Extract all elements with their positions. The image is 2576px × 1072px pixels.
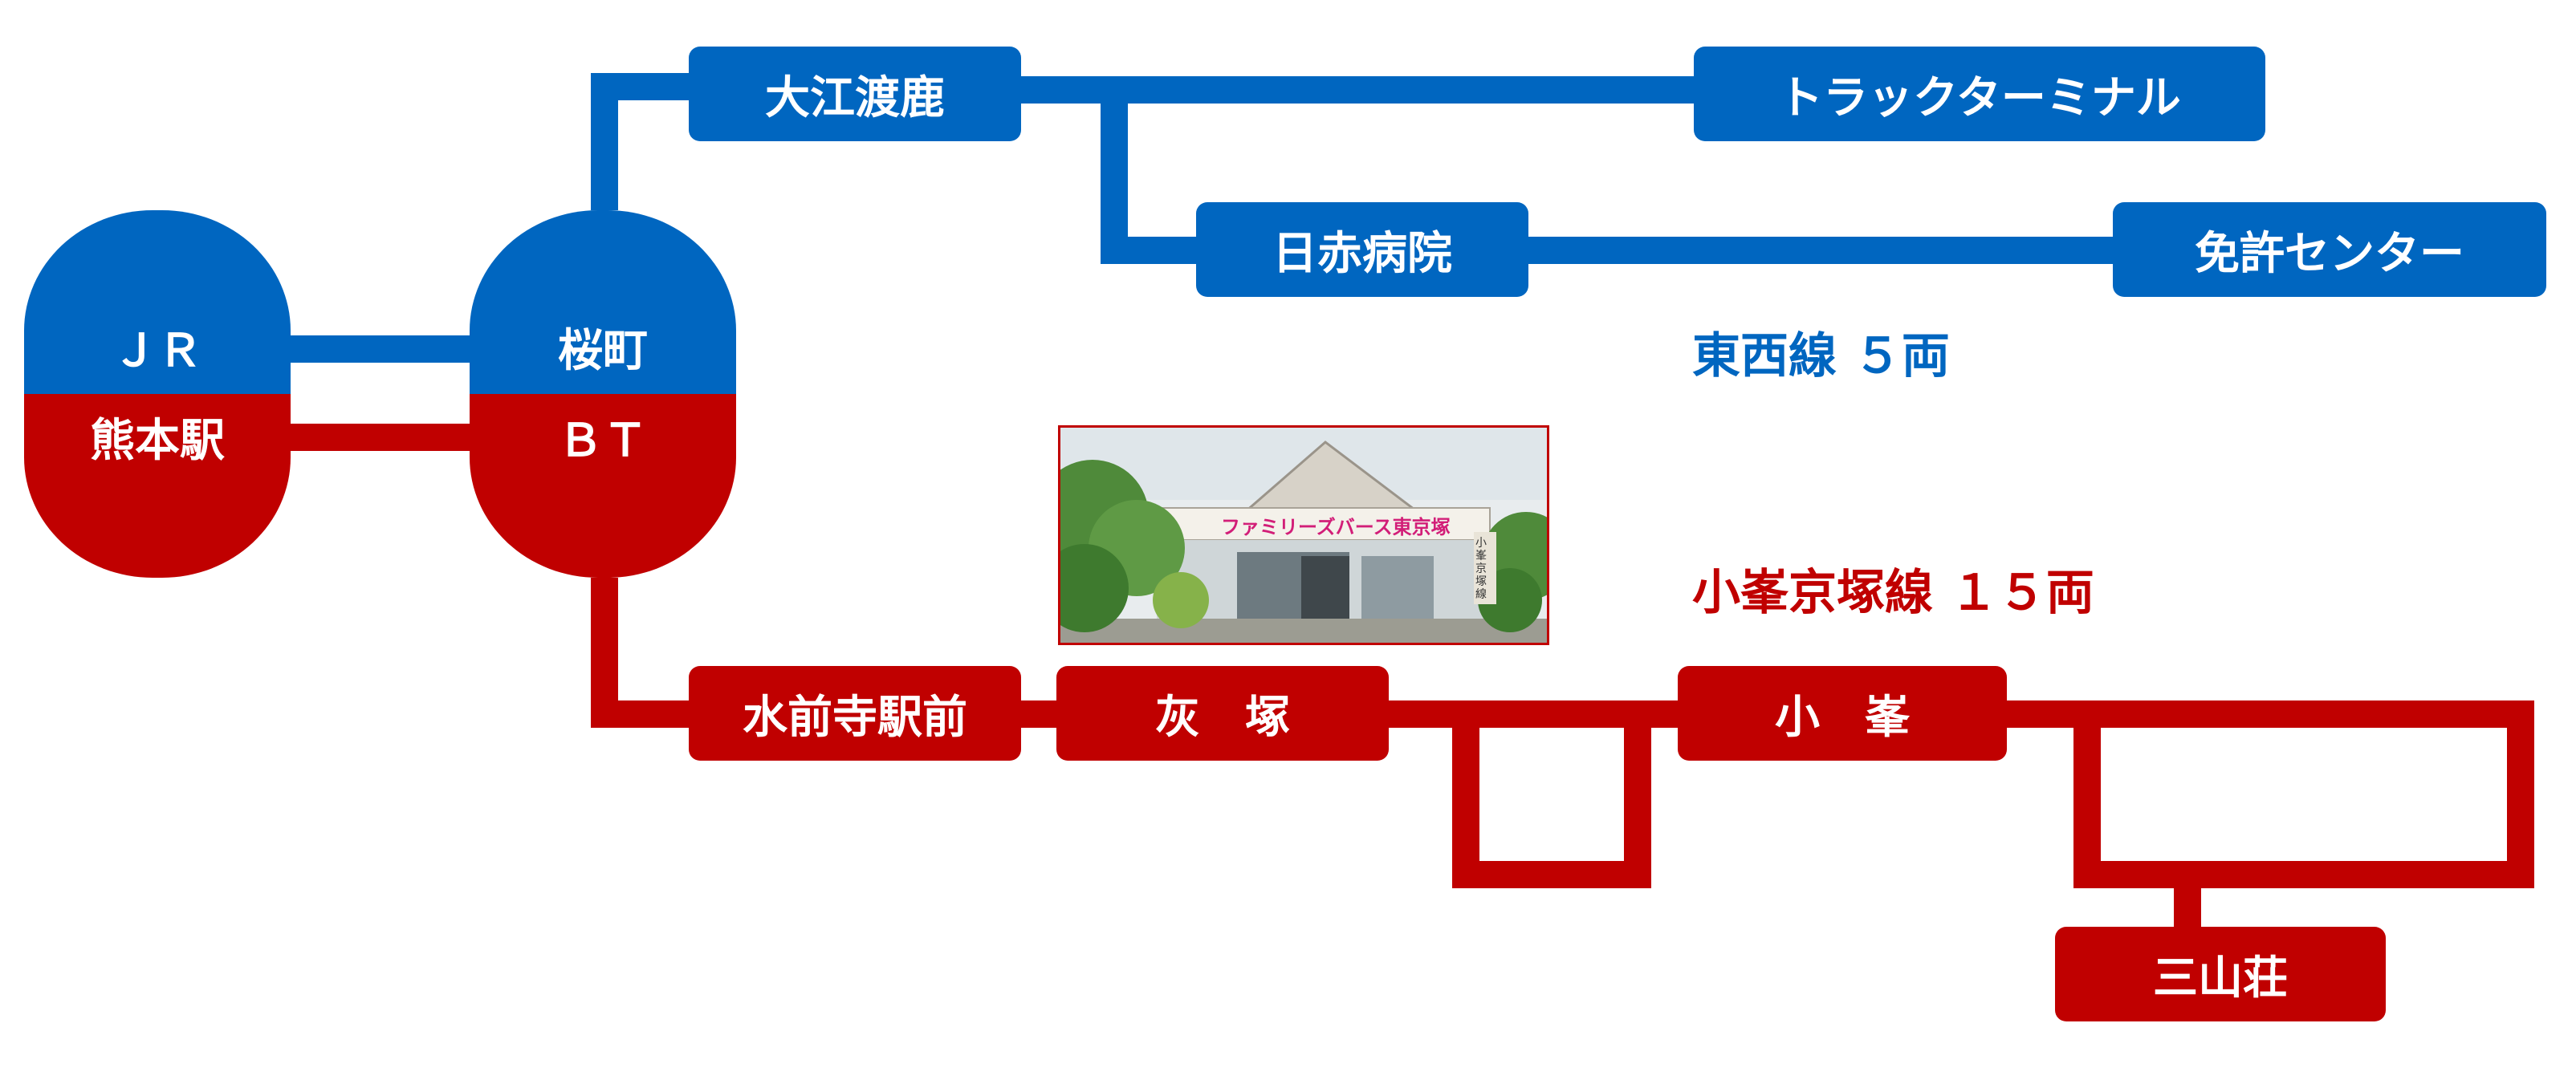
photo-small-sign: 小峯京塚線 <box>1475 537 1487 601</box>
bus-stop-photo: ファミリーズバース東京塚 小峯京塚線 <box>1058 425 1549 645</box>
east-west-line-name: 東西線 ５両 <box>1692 328 1950 384</box>
building-illustration <box>1060 428 1547 643</box>
stop-license-center[interactable]: 免許センター <box>2113 202 2546 297</box>
stop-nisseki-hospital[interactable]: 日赤病院 <box>1196 202 1528 297</box>
east-west-trunk <box>591 73 698 210</box>
stop-sanzanso[interactable]: 三山荘 <box>2055 927 2386 1021</box>
komine-loop-1 <box>1452 706 1651 888</box>
hub-sakura-bottom-label: ＢＴ <box>558 415 648 467</box>
stop-komine[interactable]: 小 峯 <box>1678 666 2007 761</box>
komine-loop-2-lower-edge <box>2076 861 2532 888</box>
hub-jr-kumamoto[interactable]: ＪＲ 熊本駅 <box>24 210 291 578</box>
jr-sakura-link-blue <box>277 335 478 363</box>
stop-truck-terminal[interactable]: トラックターミナル <box>1694 47 2265 141</box>
hub-sakura-top-label: 桜町 <box>558 325 648 377</box>
east-west-segment-oedogashika-truck <box>1013 76 1703 104</box>
komine-loop-2 <box>1999 700 2534 888</box>
east-west-segment-nisseki-menkyo <box>1521 237 2123 264</box>
photo-sign-text: ファミリーズバース東京塚 <box>1221 516 1451 538</box>
stop-suizenji-ekimae[interactable]: 水前寺駅前 <box>689 666 1021 761</box>
hub-sakuramachi-bt[interactable]: 桜町 ＢＴ <box>470 210 736 578</box>
jr-sakura-link-red <box>277 424 478 451</box>
komine-line-name: 小峯京塚線 １５両 <box>1692 565 2094 621</box>
stop-haizuka[interactable]: 灰 塚 <box>1056 666 1389 761</box>
komine-trunk <box>591 578 698 728</box>
komine-branch-sanzanso <box>2174 875 2201 931</box>
hub-jr-top-label: ＪＲ <box>112 325 202 377</box>
hub-jr-bottom-label: 熊本駅 <box>90 415 225 467</box>
stop-oedogashika[interactable]: 大江渡鹿 <box>689 47 1021 141</box>
komine-segment-suizenji-haizuka <box>1013 700 1061 728</box>
east-west-branch-nisseki <box>1101 90 1204 264</box>
